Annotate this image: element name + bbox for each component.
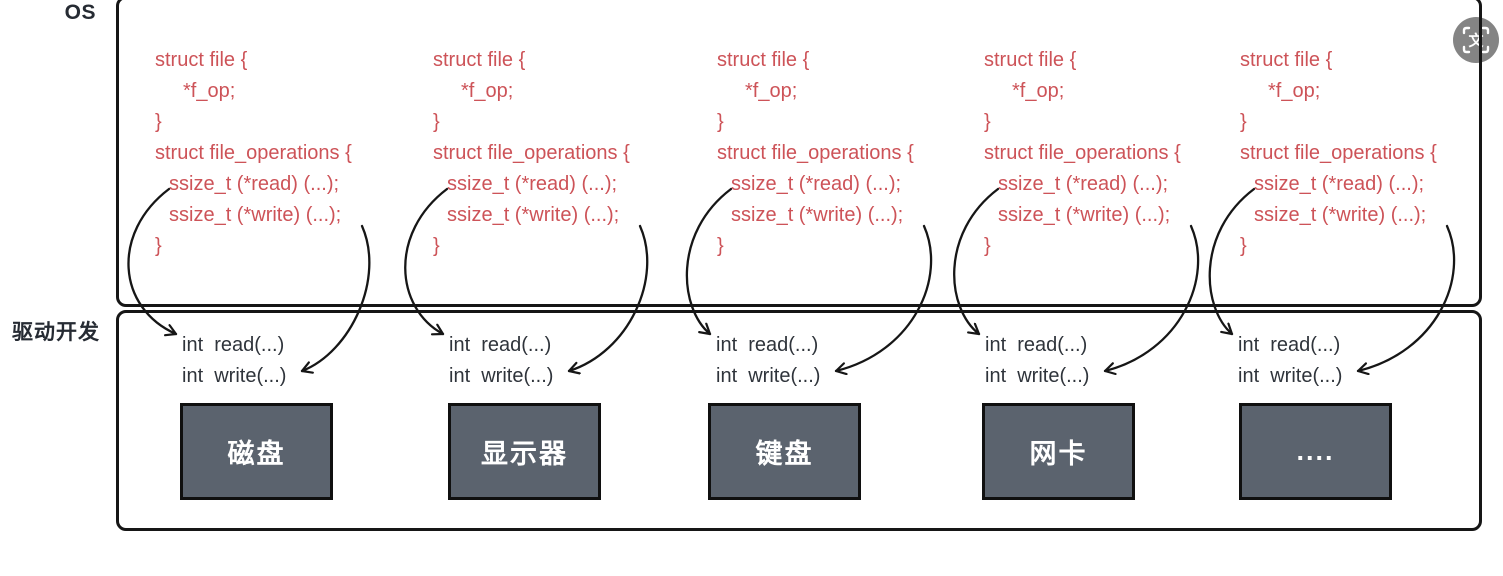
code-line: *f_op;: [745, 80, 798, 102]
driver-function-line: int write(...): [449, 365, 554, 387]
struct-code-block: struct file { *f_op;} struct file_operatio…: [155, 45, 352, 262]
code-line: struct file_operations {: [984, 142, 1181, 164]
code-line: ssize_t (*write) (...);: [169, 204, 342, 226]
driver-layer-label: 驱动开发: [12, 321, 100, 344]
struct-code-block: struct file { *f_op;} struct file_operatio…: [433, 45, 630, 262]
code-line: ssize_t (*write) (...);: [1254, 204, 1427, 226]
code-line: struct file {: [155, 49, 248, 71]
struct-code-block: struct file { *f_op;} struct file_operatio…: [717, 45, 914, 262]
code-line: struct file_operations {: [155, 142, 352, 164]
code-line: }: [717, 111, 724, 133]
code-line: ssize_t (*write) (...);: [731, 204, 904, 226]
code-line: ssize_t (*write) (...);: [447, 204, 620, 226]
device-box-disk: 磁盘: [180, 403, 333, 500]
code-line: ssize_t (*write) (...);: [998, 204, 1171, 226]
code-line: *f_op;: [183, 80, 236, 102]
driver-layer-box: [116, 310, 1482, 531]
device-box-others: ....: [1239, 403, 1392, 500]
driver-functions-block: int read(...) int write(...): [716, 330, 820, 392]
code-line: ssize_t (*read) (...);: [169, 173, 340, 195]
driver-functions-block: int read(...) int write(...): [985, 330, 1089, 392]
device-box-monitor: 显示器: [448, 403, 601, 500]
device-box-keyboard: 键盘: [708, 403, 861, 500]
code-line: *f_op;: [1268, 80, 1321, 102]
device-label: 键盘: [755, 439, 814, 469]
code-line: struct file_operations {: [433, 142, 630, 164]
struct-code-block: struct file { *f_op;} struct file_operatio…: [1240, 45, 1437, 262]
code-line: }: [433, 235, 440, 257]
device-label: 显示器: [481, 439, 568, 469]
code-line: struct file_operations {: [1240, 142, 1437, 164]
driver-functions-block: int read(...) int write(...): [182, 330, 286, 392]
device-label: 网卡: [1029, 439, 1088, 469]
code-line: ssize_t (*read) (...);: [731, 173, 902, 195]
code-line: *f_op;: [1012, 80, 1065, 102]
driver-function-line: int read(...): [985, 334, 1088, 356]
driver-function-line: int write(...): [716, 365, 821, 387]
code-line: }: [433, 111, 440, 133]
driver-function-line: int read(...): [716, 334, 819, 356]
driver-function-line: int read(...): [1238, 334, 1341, 356]
driver-functions-block: int read(...) int write(...): [449, 330, 553, 392]
code-line: struct file {: [433, 49, 526, 71]
code-line: ssize_t (*read) (...);: [1254, 173, 1425, 195]
code-line: }: [1240, 235, 1247, 257]
driver-function-line: int read(...): [182, 334, 285, 356]
code-line: *f_op;: [461, 80, 514, 102]
os-layer-label: OS: [64, 1, 96, 24]
device-label: 磁盘: [227, 439, 286, 469]
code-line: }: [717, 235, 724, 257]
code-line: }: [155, 111, 162, 133]
code-line: ssize_t (*read) (...);: [447, 173, 618, 195]
driver-function-line: int read(...): [449, 334, 552, 356]
os-layer-box: [116, 0, 1482, 307]
code-line: }: [1240, 111, 1247, 133]
driver-functions-block: int read(...) int write(...): [1238, 330, 1342, 392]
code-line: struct file {: [1240, 49, 1333, 71]
code-line: struct file_operations {: [717, 142, 914, 164]
struct-code-block: struct file { *f_op;} struct file_operatio…: [984, 45, 1181, 262]
driver-function-line: int write(...): [985, 365, 1090, 387]
device-label: ....: [1296, 436, 1335, 466]
driver-function-line: int write(...): [182, 365, 287, 387]
code-line: struct file {: [984, 49, 1077, 71]
code-line: struct file {: [717, 49, 810, 71]
code-line: ssize_t (*read) (...);: [998, 173, 1169, 195]
device-box-nic: 网卡: [982, 403, 1135, 500]
code-line: }: [984, 235, 991, 257]
driver-function-line: int write(...): [1238, 365, 1343, 387]
code-line: }: [984, 111, 991, 133]
code-line: }: [155, 235, 162, 257]
